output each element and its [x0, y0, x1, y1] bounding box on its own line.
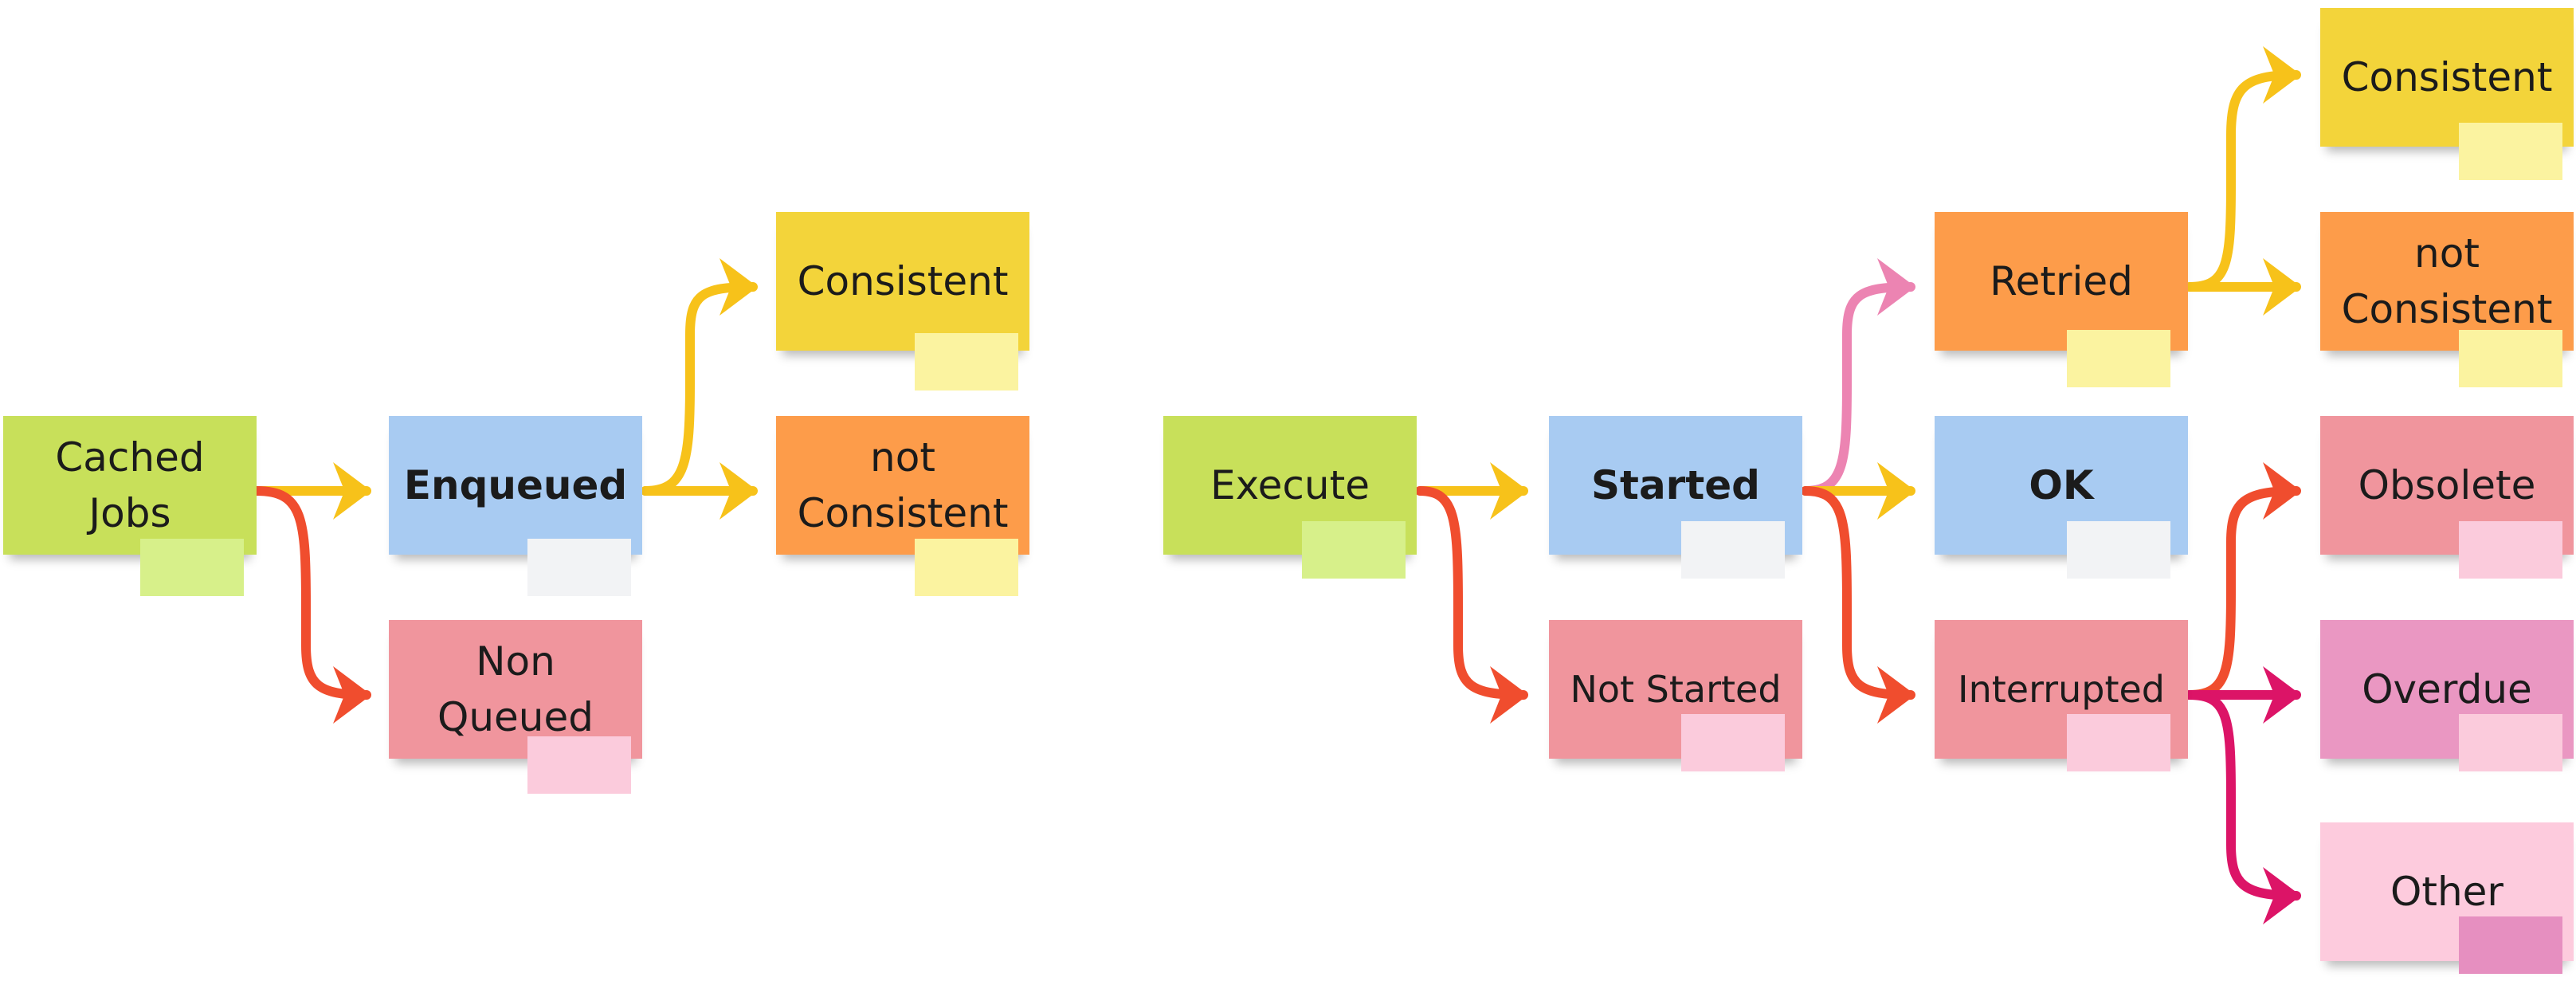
note-cached-jobs-label: Cached Jobs: [55, 434, 205, 536]
tag-ok: [2067, 521, 2170, 579]
note-retried-label: Retried: [1990, 258, 2133, 304]
note-other-label: Other: [2390, 869, 2503, 915]
note-non-queued-label: Non Queued: [437, 638, 594, 740]
note-not-consistent-left[interactable]: not Consistent: [776, 416, 1029, 555]
tag-retried: [2067, 330, 2170, 387]
note-not-consistent-right[interactable]: not Consistent: [2320, 212, 2574, 351]
arrow-execute-to-notstarted: [1415, 486, 1528, 724]
arrow-retried-to-consistent: [2185, 46, 2301, 292]
note-retried[interactable]: Retried: [1935, 212, 2188, 351]
tag-enqueued: [527, 539, 631, 596]
tag-non-queued: [527, 736, 631, 794]
tag-not-consistent-right: [2459, 330, 2562, 387]
note-started-label: Started: [1591, 462, 1760, 508]
note-not-consistent-right-label: not Consistent: [2341, 230, 2553, 332]
note-consistent-left[interactable]: Consistent: [776, 212, 1029, 351]
note-overdue-label: Overdue: [2362, 666, 2532, 712]
tag-consistent-left: [915, 333, 1018, 390]
tag-overdue: [2459, 714, 2562, 771]
tag-cached-jobs: [140, 539, 244, 596]
note-consistent-right-label: Consistent: [2341, 54, 2553, 100]
arrow-interrupted-to-other: [2185, 690, 2301, 924]
tag-execute: [1302, 521, 1406, 579]
arrow-started-to-retried: [1801, 258, 1915, 496]
note-cached-jobs[interactable]: Cached Jobs: [3, 416, 257, 555]
note-enqueued[interactable]: Enqueued: [389, 416, 642, 555]
arrow-started-to-interrupted: [1801, 486, 1915, 724]
tag-consistent-right: [2459, 123, 2562, 180]
tag-other: [2459, 916, 2562, 974]
note-not-started-label: Not Started: [1570, 668, 1782, 711]
note-consistent-right[interactable]: Consistent: [2320, 8, 2574, 147]
tag-not-consistent-left: [915, 539, 1018, 596]
tag-interrupted: [2067, 714, 2170, 771]
arrow-enqueued-to-consistent: [641, 258, 758, 496]
tag-obsolete: [2459, 521, 2562, 579]
tag-started: [1681, 521, 1785, 579]
note-ok-label: OK: [2029, 462, 2094, 508]
tag-not-started: [1681, 714, 1785, 771]
arrow-cached-to-nonqueued: [252, 486, 371, 724]
note-consistent-left-label: Consistent: [797, 258, 1009, 304]
note-not-consistent-left-label: not Consistent: [797, 434, 1009, 536]
note-obsolete-label: Obsolete: [2358, 462, 2536, 508]
note-non-queued[interactable]: Non Queued: [389, 620, 642, 759]
note-execute-label: Execute: [1210, 462, 1370, 508]
arrow-interrupted-to-obsolete: [2185, 462, 2301, 700]
note-interrupted-label: Interrupted: [1958, 668, 2165, 711]
note-enqueued-label: Enqueued: [403, 462, 628, 508]
